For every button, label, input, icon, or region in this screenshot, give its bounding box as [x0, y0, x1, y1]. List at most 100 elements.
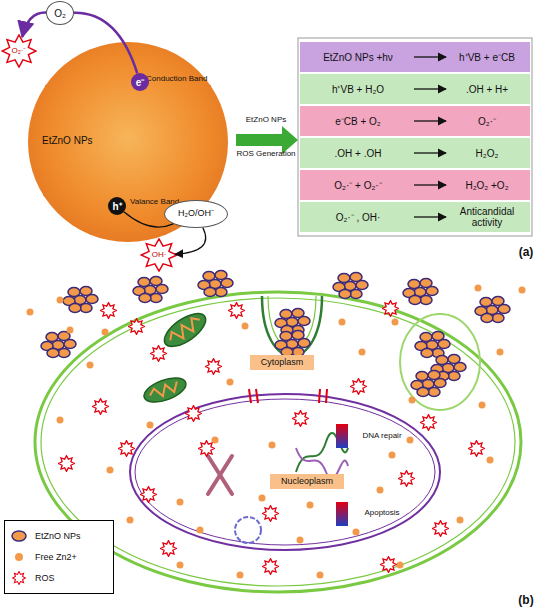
reactant-cell: EtZnO NPs +hν: [302, 44, 414, 70]
panel-label: (a): [506, 246, 546, 259]
node-text: OH·: [150, 251, 169, 260]
ros-star: [469, 441, 485, 457]
node-text: h⁺VB + H₂O: [330, 84, 386, 95]
cell-cycle: [235, 517, 261, 543]
nuclear-membrane: [130, 394, 440, 550]
node-text: O₂·⁻: [476, 116, 498, 127]
star-shape: [2, 35, 36, 67]
node-text: Cytoplasm: [259, 358, 306, 368]
reactant-cell: O₂·⁻ , OH·: [302, 204, 414, 230]
product-cell: .OH + H+: [446, 76, 528, 102]
reaction-arrow: [414, 184, 446, 185]
ros-star: [421, 415, 437, 431]
nanoparticle-cluster: [198, 271, 233, 297]
node-text: Conduction Band: [146, 75, 218, 84]
ros-star: [199, 441, 215, 457]
nanoparticle-cluster: [415, 332, 450, 358]
node-text: h⁺: [110, 201, 123, 212]
vesicle: [400, 314, 480, 410]
compartment-label: Nucleoplasm: [270, 474, 344, 489]
reaction-arrow: [414, 120, 446, 121]
nanoparticle-cluster: [133, 277, 168, 303]
nanoparticle-cluster: [275, 309, 310, 335]
ros-star: [141, 487, 157, 503]
product-cell: H₂O₂: [446, 140, 528, 166]
node-text: O₂: [52, 8, 68, 19]
legend-row: ROS: [9, 567, 109, 588]
ros-star: [129, 319, 145, 335]
mitochondrion: [159, 307, 211, 353]
reactant-cell: .OH + .OH: [302, 140, 414, 166]
node-text: H₂O₂ +O₂: [463, 180, 510, 191]
legend-text: EtZnO NPs: [35, 531, 81, 541]
nuclear-pore: [249, 389, 327, 403]
compartment-label: Cytoplasm: [250, 355, 314, 370]
reactant-cell: h⁺VB + H₂O: [302, 76, 414, 102]
arrow-label: EtZnO NPs: [234, 116, 298, 125]
table-row: [300, 42, 530, 72]
nanoparticle-cluster: [333, 273, 368, 299]
product-cell: h⁺VB + e⁻CB: [446, 44, 528, 70]
legend-text: Free Zn2+: [35, 552, 77, 562]
table-row: [300, 170, 530, 200]
ros-star: [263, 559, 279, 575]
ros-star: [59, 456, 75, 472]
star-shape: [141, 239, 177, 271]
nanoparticle-cluster: [403, 279, 438, 305]
ros-star: [293, 411, 309, 427]
legend-sample: [9, 550, 29, 564]
nanoparticle-cluster: [275, 331, 310, 357]
node-text: H₂O₂: [474, 148, 501, 159]
nanoparticle-cluster: [411, 371, 446, 397]
node-text: e⁻: [134, 77, 147, 88]
legend-row: EtZnO NPs: [9, 525, 109, 546]
reaction-table: [298, 38, 532, 236]
repair-marker: [336, 424, 348, 448]
node-text: O₂·⁻: [10, 47, 29, 56]
nanoparticle-cluster: [475, 297, 510, 323]
reaction-arrow: [22, 13, 46, 37]
table-row: [300, 202, 530, 232]
node-text: h⁺VB + e⁻CB: [457, 52, 517, 63]
ros-star: [433, 521, 449, 537]
node-text: O₂·⁻ , OH·: [334, 212, 383, 223]
node-text: EtZnO NPs: [42, 135, 122, 146]
molecule-ellipse: H₂O/OH⁻: [164, 200, 228, 228]
ros-star: [161, 541, 177, 557]
legend-box: EtZnO NPs Free Zn2+ ROS: [4, 520, 114, 594]
product-cell: H₂O₂ +O₂: [446, 172, 528, 198]
ros-star: [119, 441, 135, 457]
ros-star: OH·: [140, 238, 178, 272]
node-text: e⁻CB + O₂: [333, 116, 383, 127]
product-cell: O₂·⁻: [446, 108, 528, 134]
reaction-arrow: [414, 152, 446, 153]
legend-sample: [9, 529, 29, 543]
reaction-arrow: [414, 216, 446, 217]
ros-star: [229, 303, 245, 319]
ros-star: [206, 359, 222, 375]
nanoparticle-cluster: [41, 332, 76, 358]
ros-star: [399, 471, 415, 487]
process-label: DNA repair: [352, 432, 412, 441]
panel-label: (b): [506, 594, 546, 607]
molecule-circle: O₂: [46, 1, 74, 25]
node-text: .OH + H+: [464, 84, 510, 95]
endocytic-pocket: [262, 296, 322, 356]
legend-row: Free Zn2+: [9, 546, 109, 567]
node-text: Anticandidal activity: [446, 206, 528, 228]
node-text: H₂O/OH⁻: [176, 209, 216, 219]
ros-star: [101, 303, 117, 319]
reaction-arrow: [175, 228, 206, 254]
ros-star: [263, 506, 279, 522]
node-text: .OH + .OH: [333, 148, 384, 159]
ros-star: [351, 379, 367, 395]
table-row: [300, 106, 530, 136]
electron-circle: e⁻: [131, 73, 149, 91]
chromosome: [208, 456, 232, 494]
mitochondrion: [141, 373, 189, 407]
apoptosis-marker: [336, 502, 348, 526]
process-label: Apoptosis: [352, 509, 412, 518]
node-text: O₂·⁻ + O₂·⁻: [332, 180, 383, 191]
legend-sample: [9, 571, 29, 585]
